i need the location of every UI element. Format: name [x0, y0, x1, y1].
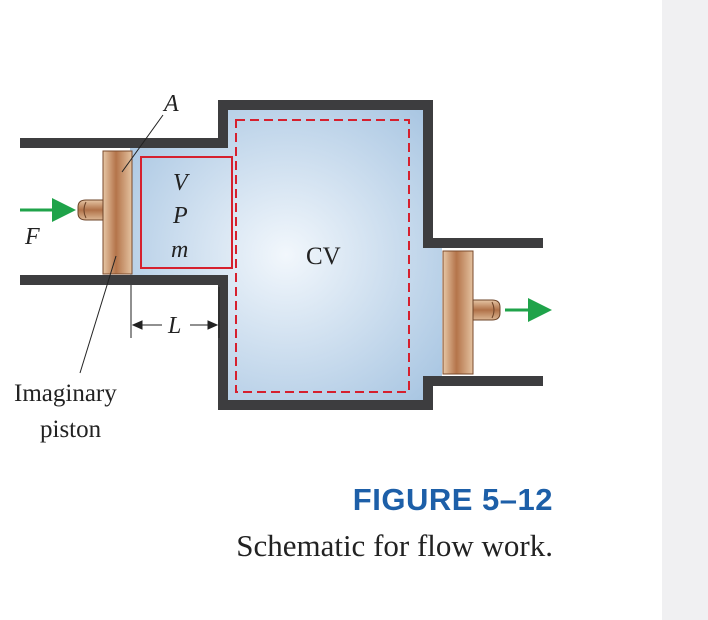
flow-work-schematic: A V P m F CV L Imaginary piston	[14, 91, 552, 443]
right-piston-rod	[472, 299, 501, 321]
length-label: L	[167, 313, 181, 339]
area-leader-line	[121, 114, 164, 173]
volume-label: V	[173, 170, 190, 196]
piston-leader-line	[79, 255, 117, 374]
imaginary-piston-label-line1: Imaginary	[14, 380, 117, 407]
right-sidebar-panel	[662, 0, 708, 620]
force-label: F	[24, 224, 40, 250]
imaginary-piston	[102, 150, 133, 275]
area-label: A	[162, 91, 179, 117]
figure-number: FIGURE 5–12	[352, 482, 553, 517]
fluid-region	[130, 105, 442, 405]
imaginary-piston-label-line2: piston	[40, 416, 102, 443]
mass-label: m	[171, 237, 188, 263]
control-volume-boundary	[235, 119, 410, 393]
right-rod-end	[491, 301, 495, 319]
cylinder-walls	[20, 100, 543, 410]
control-volume-label: CV	[306, 243, 341, 270]
exit-piston	[442, 250, 474, 375]
length-dimension	[130, 285, 220, 338]
imaginary-system-boundary	[140, 156, 233, 269]
left-rod-end	[83, 201, 87, 219]
figure-caption: Schematic for flow work.	[236, 528, 553, 563]
left-piston-rod	[77, 199, 104, 221]
pressure-label: P	[172, 203, 188, 229]
